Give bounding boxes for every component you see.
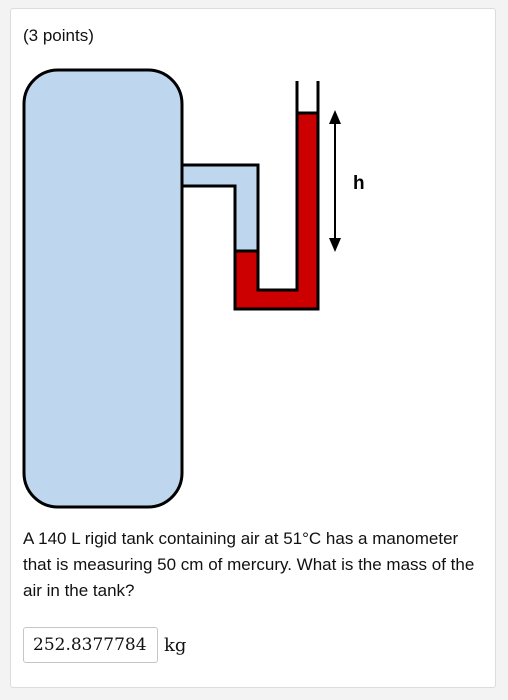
height-arrow-down-icon: [329, 238, 341, 252]
height-label: h: [353, 173, 365, 194]
answer-unit: kg: [164, 634, 187, 656]
question-text: A 140 L rigid tank containing air at 51°…: [23, 529, 475, 600]
answer-row: kg: [23, 627, 186, 663]
height-arrow-up-icon: [329, 110, 341, 124]
manometer-diagram: h: [22, 68, 365, 509]
open-tube-end: [295, 81, 320, 113]
connecting-pipe: [180, 163, 260, 253]
air-tank: [22, 68, 184, 509]
points-label: (3 points): [23, 26, 94, 45]
question-card: (3 points) h A 140 L rigid tank containi…: [10, 8, 496, 688]
answer-input[interactable]: [23, 627, 158, 663]
